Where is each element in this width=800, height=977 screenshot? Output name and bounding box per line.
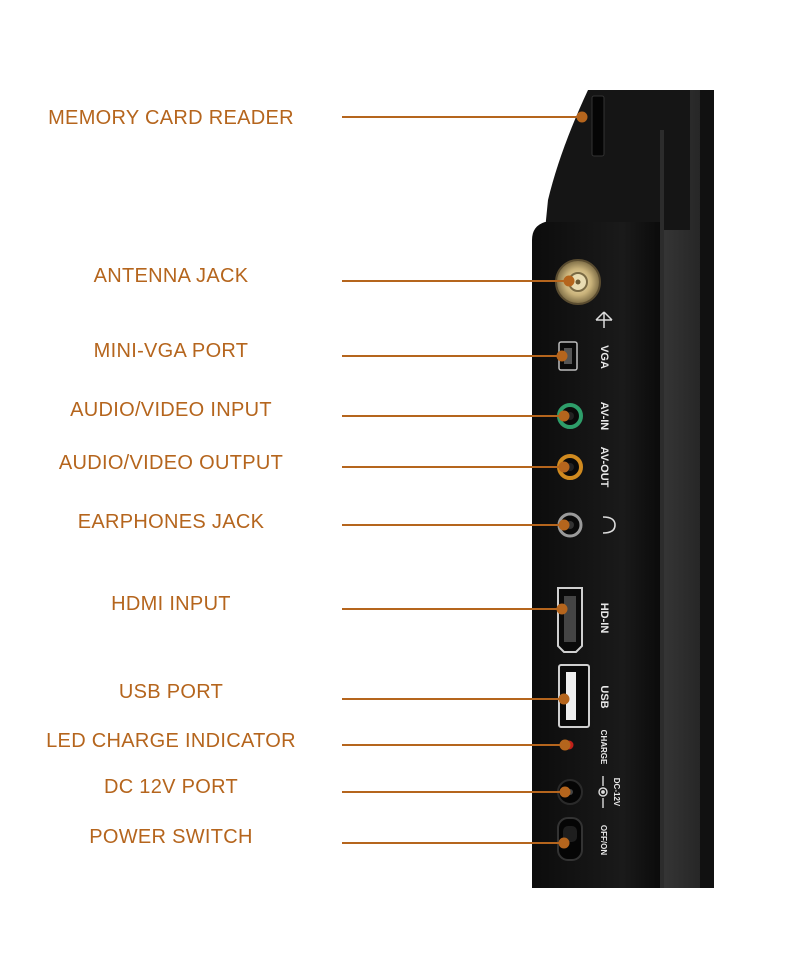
- leader-dot-power-switch: [558, 837, 570, 849]
- leader-dot-earphones-jack: [558, 519, 570, 531]
- hdmi-pins-icon: [564, 596, 576, 642]
- label-earphones-jack: EARPHONES JACK: [77, 511, 265, 533]
- memory-card-slot-icon: [591, 95, 605, 157]
- label-dc-12v-port: DC 12V PORT: [103, 776, 239, 798]
- device-screen-edge: [700, 90, 714, 888]
- port-label-av-in: AV-IN: [598, 402, 610, 431]
- port-label-av-out: AV-OUT: [598, 447, 610, 488]
- leader-dot-led-charge-indicator: [559, 739, 571, 751]
- leader-dot-dc-12v-port: [559, 786, 571, 798]
- antenna-jack-pin-icon: [575, 279, 581, 285]
- port-label-dc-12v: DC-12V: [612, 778, 621, 807]
- label-led-charge-indicator: LED CHARGE INDICATOR: [46, 730, 296, 752]
- port-label-vga: VGA: [598, 345, 610, 369]
- device-port-strip: [532, 222, 662, 888]
- device-screen-panel: [588, 90, 712, 888]
- usb-tongue-icon: [566, 672, 576, 720]
- label-hdmi-input: HDMI INPUT: [111, 593, 231, 615]
- label-audio-video-output: AUDIO/VIDEO OUTPUT: [58, 452, 284, 474]
- port-label-charge: CHARGE: [599, 730, 608, 765]
- device-top-housing: [545, 90, 690, 230]
- port-label-hd-in: HD-IN: [598, 603, 610, 634]
- leader-dot-usb-port: [558, 693, 570, 705]
- mini-vga-pins-icon: [564, 348, 572, 364]
- leader-dot-antenna-jack: [563, 275, 575, 287]
- leader-dot-memory-card-reader: [576, 111, 588, 123]
- label-antenna-jack: ANTENNA JACK: [93, 265, 249, 287]
- leader-dot-mini-vga-port: [556, 350, 568, 362]
- power-switch-knob-icon: [563, 826, 577, 842]
- label-power-switch: POWER SWITCH: [89, 826, 253, 848]
- antenna-symbol-icon: [595, 311, 613, 328]
- port-label-usb: USB: [598, 685, 610, 708]
- device-strip-highlight: [660, 130, 664, 888]
- leader-dot-audio-video-input: [558, 410, 570, 422]
- label-audio-video-input: AUDIO/VIDEO INPUT: [70, 399, 272, 421]
- headphone-symbol-icon: [602, 516, 616, 534]
- label-memory-card-reader: MEMORY CARD READER: [48, 107, 294, 129]
- label-mini-vga-port: MINI-VGA PORT: [93, 340, 249, 362]
- label-usb-port: USB PORT: [118, 681, 224, 703]
- dc-polarity-symbol-icon: [598, 776, 608, 808]
- leader-dot-hdmi-input: [556, 603, 568, 615]
- port-label-off-on: OFF/ON: [599, 825, 608, 855]
- leader-dot-audio-video-output: [558, 461, 570, 473]
